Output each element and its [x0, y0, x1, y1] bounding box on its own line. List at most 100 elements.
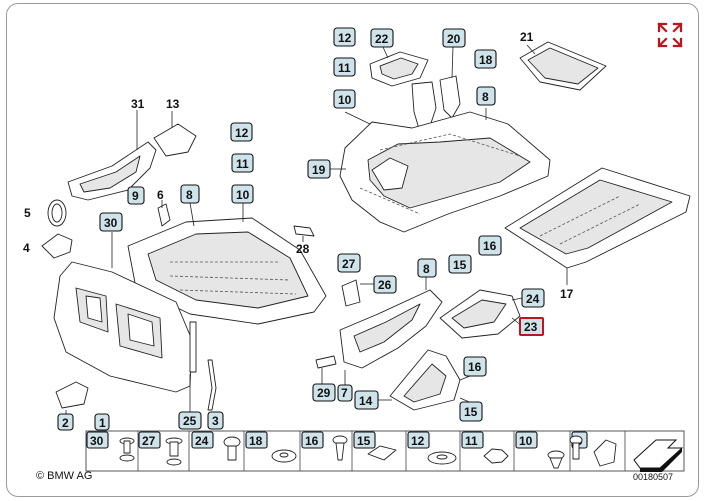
callout-29: 29 — [312, 383, 336, 402]
callout-10-mid: 10 — [231, 184, 254, 204]
part-25 — [189, 321, 197, 412]
svg-text:22: 22 — [375, 32, 389, 46]
svg-text:8: 8 — [482, 90, 489, 104]
svg-text:27: 27 — [342, 257, 356, 271]
part-2 — [55, 381, 89, 416]
part-14 — [378, 349, 461, 411]
callout-9: 9 — [127, 186, 145, 205]
callout-15-right: 15 — [448, 254, 472, 274]
svg-text:12: 12 — [235, 126, 249, 140]
callout-10-top: 10 — [333, 89, 356, 109]
svg-text:8: 8 — [186, 188, 193, 202]
part-31 — [67, 110, 157, 201]
spring-clip — [593, 439, 617, 467]
callout-16-low: 16 — [463, 356, 487, 377]
callout-26: 26 — [373, 275, 397, 294]
callout-7: 7 — [337, 384, 353, 402]
callout-2: 2 — [57, 413, 74, 431]
callout-8-low: 8 — [417, 258, 437, 278]
strip-label-30: 30 — [86, 431, 109, 449]
strip-label-12: 12 — [407, 431, 430, 449]
callout-23-highlight[interactable]: 23 — [519, 317, 544, 336]
svg-text:29: 29 — [317, 386, 331, 400]
callout-12-mid: 12 — [230, 122, 253, 142]
fastener-pin-24 — [223, 436, 241, 461]
svg-text:16: 16 — [483, 239, 497, 253]
label-4: 4 — [23, 241, 30, 255]
part-20 — [411, 45, 461, 133]
copyright-text: © BMW AG — [36, 470, 93, 482]
washer-12 — [427, 451, 457, 465]
label-6: 6 — [157, 188, 164, 202]
part-17 — [504, 167, 691, 285]
callout-24: 24 — [521, 288, 545, 308]
part-6 — [157, 200, 171, 227]
screw-10 — [547, 450, 565, 469]
callout-18: 18 — [474, 49, 497, 69]
svg-text:24: 24 — [526, 292, 540, 306]
strip-label-24: 24 — [191, 431, 214, 449]
part-5 — [47, 199, 67, 227]
svg-text:11: 11 — [338, 61, 351, 75]
svg-text:27: 27 — [142, 434, 156, 448]
part-4 — [41, 233, 73, 259]
svg-text:24: 24 — [195, 434, 209, 448]
svg-text:20: 20 — [447, 32, 461, 46]
front-underbody-shield — [127, 202, 327, 325]
strip-label-10: 10 — [515, 431, 538, 449]
callout-12-top: 12 — [333, 27, 356, 47]
strip-label-18: 18 — [245, 431, 268, 449]
callout-30: 30 — [99, 212, 123, 232]
part-13 — [153, 111, 197, 157]
svg-text:8: 8 — [423, 262, 430, 276]
svg-text:16: 16 — [305, 434, 319, 448]
callout-27: 27 — [337, 253, 361, 273]
label-28: 28 — [296, 242, 310, 256]
part-22 — [369, 46, 429, 87]
svg-text:18: 18 — [479, 53, 493, 67]
callout-14: 14 — [354, 390, 379, 410]
svg-text:19: 19 — [312, 163, 326, 177]
part-26 — [341, 279, 374, 307]
svg-text:14: 14 — [359, 394, 373, 408]
callout-11-top: 11 — [333, 57, 356, 77]
svg-text:16: 16 — [468, 360, 482, 374]
callout-3: 3 — [207, 411, 224, 430]
callout-19: 19 — [307, 159, 331, 179]
svg-text:10: 10 — [236, 188, 250, 202]
part-29 — [315, 355, 337, 384]
callout-8-mid: 8 — [180, 184, 200, 204]
arrow-icon — [633, 439, 684, 472]
svg-text:15: 15 — [357, 434, 371, 448]
callout-1: 1 — [94, 413, 110, 431]
callout-8-top: 8 — [476, 86, 496, 106]
svg-text:10: 10 — [519, 434, 533, 448]
svg-text:9: 9 — [132, 189, 139, 203]
part-21 — [519, 41, 607, 91]
part-3 — [207, 359, 217, 411]
svg-text:3: 3 — [212, 414, 219, 428]
expand-arrows-icon[interactable] — [655, 20, 685, 50]
part-23 — [439, 289, 523, 339]
label-13: 13 — [166, 97, 180, 111]
part-19 — [330, 111, 551, 233]
svg-text:11: 11 — [236, 157, 249, 171]
strip-label-15: 15 — [353, 431, 376, 449]
svg-text:12: 12 — [338, 31, 352, 45]
part-7 — [339, 276, 443, 386]
label-21: 21 — [520, 30, 534, 44]
svg-text:25: 25 — [183, 414, 197, 428]
svg-text:7: 7 — [341, 386, 348, 400]
svg-text:12: 12 — [411, 434, 425, 448]
callout-15-low: 15 — [459, 401, 483, 422]
svg-text:2: 2 — [62, 416, 69, 430]
svg-text:10: 10 — [338, 93, 352, 107]
callout-16-right: 16 — [478, 235, 502, 256]
fastener-rivet-30 — [119, 437, 135, 462]
part-30 — [53, 232, 193, 393]
diagram-number: 00180507 — [633, 472, 674, 482]
svg-text:15: 15 — [464, 405, 478, 419]
strip-label-27: 27 — [138, 431, 161, 449]
label-31: 31 — [131, 97, 145, 111]
